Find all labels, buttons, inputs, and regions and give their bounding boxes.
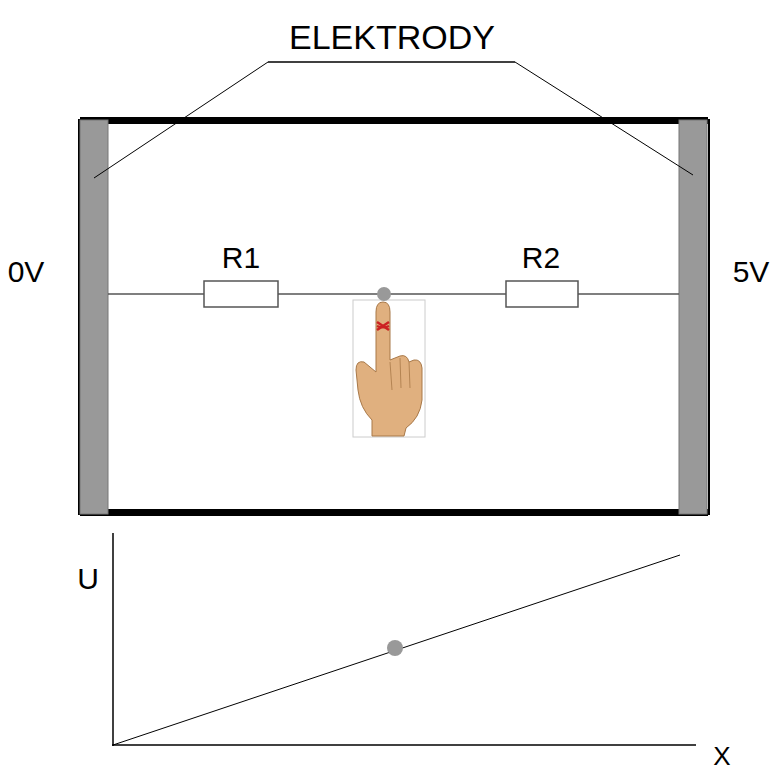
voltage-label: 5V xyxy=(733,255,770,288)
axis-label: U xyxy=(77,562,99,595)
resistor-symbol xyxy=(506,281,578,307)
leader-line xyxy=(94,62,268,178)
bottom-border xyxy=(80,509,708,516)
y-axis xyxy=(112,533,114,746)
axis-label: X xyxy=(713,742,730,771)
voltage-label: 0V xyxy=(8,255,45,288)
left-electrode xyxy=(80,120,108,514)
leader-line xyxy=(515,62,693,175)
wire xyxy=(108,293,679,295)
resistor-symbol xyxy=(204,281,278,307)
top-border xyxy=(80,117,708,124)
callout-label: ELEKTRODY xyxy=(289,19,495,56)
contact-dot xyxy=(377,287,391,301)
part-name: R1 xyxy=(222,241,260,274)
hand-picture xyxy=(353,300,425,437)
graph-dot xyxy=(387,640,403,656)
label-underline xyxy=(268,61,515,63)
voltage-line xyxy=(113,555,680,745)
part-name: R2 xyxy=(522,241,560,274)
panel-outline xyxy=(79,120,709,514)
right-electrode xyxy=(679,120,707,514)
x-axis xyxy=(112,744,696,746)
